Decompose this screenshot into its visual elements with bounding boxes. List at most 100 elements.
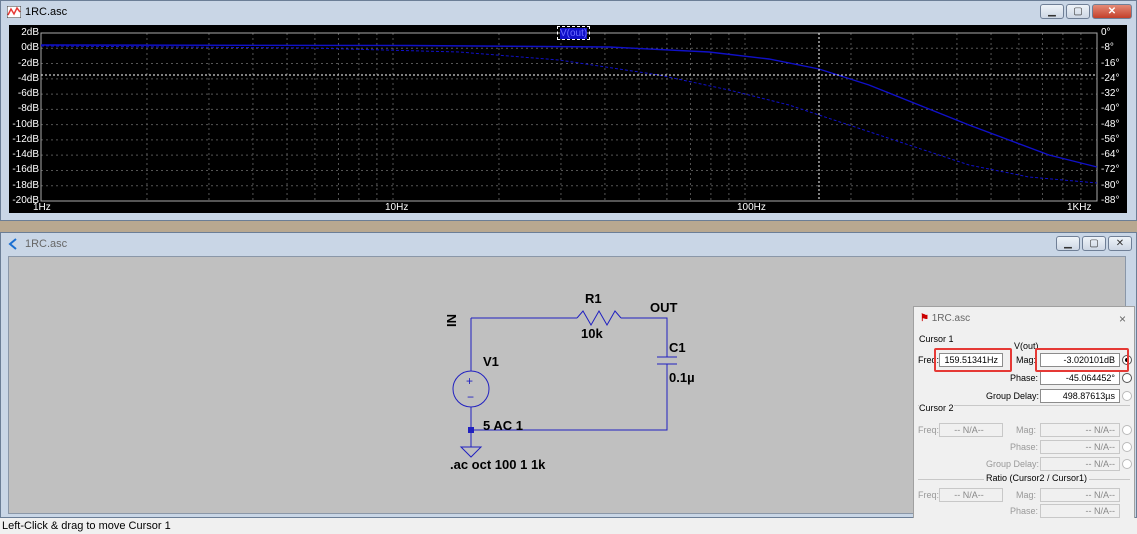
mag-highlight [1035,348,1129,372]
circuit-drawing: + − [452,309,677,458]
x-tick: 100Hz [737,202,766,213]
cursor2-phase-radio[interactable] [1122,442,1132,452]
cursor2-mag-radio[interactable] [1122,425,1132,435]
trace-label: V(out) [560,28,588,39]
r1-value[interactable]: 10k [581,326,603,341]
cursor1-trace: V(out) [1014,341,1039,351]
freq-highlight [934,348,1012,372]
minimize-icon: ▁ [1048,6,1056,17]
y-left-tick: -18dB [12,179,39,191]
x-tick: 10Hz [385,202,409,213]
schematic-minimize-button[interactable]: ▁ [1056,236,1080,251]
x-tick: 1Hz [33,202,51,213]
cursor1-gd-radio[interactable] [1122,391,1132,401]
plot-canvas[interactable] [9,25,1127,213]
c2-freq-label: Freq: [918,425,940,435]
maximize-icon: ▢ [1073,6,1083,17]
minimize-icon: ▁ [1064,238,1072,249]
close-icon: ✕ [1107,6,1117,17]
y-left-tick: -4dB [17,72,39,84]
y-right-tick: -64° [1101,149,1120,161]
y-right-tick: -72° [1101,164,1120,176]
magnitude-trace[interactable] [40,44,1098,168]
freq-label: Freq: [918,355,940,365]
y-left-tick: -14dB [12,149,39,161]
capacitor-c1[interactable] [657,356,677,365]
close-button[interactable]: ✕ [1092,4,1132,19]
cursor1-phase-field[interactable]: -45.064452° [1040,371,1120,385]
schematic-window-title: 1RC.asc [25,238,68,250]
status-bar: Left-Click & drag to move Cursor 1 [0,518,1137,534]
minimize-button[interactable]: ▁ [1040,4,1064,19]
ratio-phase-field[interactable]: -- N/A-- [1040,504,1120,518]
wire-ground[interactable] [470,364,668,431]
phase-label: Phase: [1010,373,1039,383]
voltage-source-v1[interactable] [452,370,490,408]
cursor1-mag-field[interactable]: -3.020101dB [1040,353,1120,367]
r-mag-label: Mag: [1016,490,1037,500]
cursor2-gd-field[interactable]: -- N/A-- [1040,457,1120,471]
y-right-tick: -40° [1101,103,1120,115]
maximize-icon: ▢ [1089,238,1099,249]
x-tick: 1KHz [1067,202,1092,213]
y-left-tick: -16dB [12,164,39,176]
maximize-button[interactable]: ▢ [1066,4,1090,19]
y-left-tick: 0dB [21,42,39,54]
dialog-close-icon[interactable]: × [1118,312,1126,326]
y-right-tick: -48° [1101,118,1120,130]
ratio-label: Ratio (Cursor2 / Cursor1) [984,473,1090,483]
mag-label: Mag: [1016,355,1037,365]
ratio-mag-field[interactable]: -- N/A-- [1040,488,1120,502]
cursor2-freq-field[interactable]: -- N/A-- [939,423,1003,437]
phase-trace[interactable] [40,45,1098,184]
close-icon: ✕ [1115,238,1125,249]
y-left-tick: -10dB [12,118,39,130]
y-right-tick: 0° [1101,27,1111,38]
y-right-tick: -88° [1101,195,1120,206]
resistor-r1[interactable] [576,309,622,327]
schematic-icon [8,238,17,250]
cursor-dialog-title[interactable]: ⚑ 1RC.asc [920,313,970,324]
cursor2-label: Cursor 2 [919,403,954,413]
schematic-maximize-button[interactable]: ▢ [1082,236,1106,251]
cursor1-label: Cursor 1 [919,334,954,344]
schematic-close-button[interactable]: ✕ [1108,236,1132,251]
wire-out[interactable] [621,317,668,357]
c1-value[interactable]: 0.1µ [669,370,695,385]
y-left-tick: -8dB [17,103,39,115]
y-right-tick: -32° [1101,88,1120,100]
cursor2-mag-field[interactable]: -- N/A-- [1040,423,1120,437]
cursor2-phase-field[interactable]: -- N/A-- [1040,440,1120,454]
v1-name[interactable]: V1 [483,354,499,369]
cursor2-divider [918,405,1130,406]
y-left-tick: -20dB [12,195,39,206]
y-left-tick: -6dB [17,88,39,100]
plot-window-titlebar[interactable]: 1RC.asc [1,1,1136,23]
y-left-tick: -12dB [12,133,39,145]
y-right-tick: -24° [1101,72,1120,84]
ac-directive[interactable]: .ac oct 100 1 1k [450,457,546,472]
v1-value[interactable]: 5 AC 1 [483,418,523,433]
ground-symbol[interactable] [459,430,483,458]
ratio-freq-field[interactable]: -- N/A-- [939,488,1003,502]
schematic-window-titlebar[interactable]: 1RC.asc [1,233,1136,255]
cursor-dialog-title-text: 1RC.asc [931,313,971,324]
cursor1-phase-radio[interactable] [1122,373,1132,383]
r-freq-label: Freq: [918,490,940,500]
y-right-tick: -80° [1101,179,1120,191]
c1-name[interactable]: C1 [669,340,686,355]
y-right-tick: -16° [1101,57,1120,69]
net-in-label[interactable]: IN [444,314,459,327]
junction-dot [468,427,474,433]
r-phase-label: Phase: [1010,506,1039,516]
cursor2-gd-radio[interactable] [1122,459,1132,469]
y-right-tick: -56° [1101,133,1120,145]
r1-name[interactable]: R1 [585,291,602,306]
net-out-label[interactable]: OUT [650,300,678,315]
cursor1-gd-field[interactable]: 498.87613µs [1040,389,1120,403]
trace-label-box[interactable]: V(out) [557,26,591,40]
c2-gd-label: Group Delay: [986,459,1040,469]
cursor1-freq-field[interactable]: 159.51341Hz [939,353,1003,367]
